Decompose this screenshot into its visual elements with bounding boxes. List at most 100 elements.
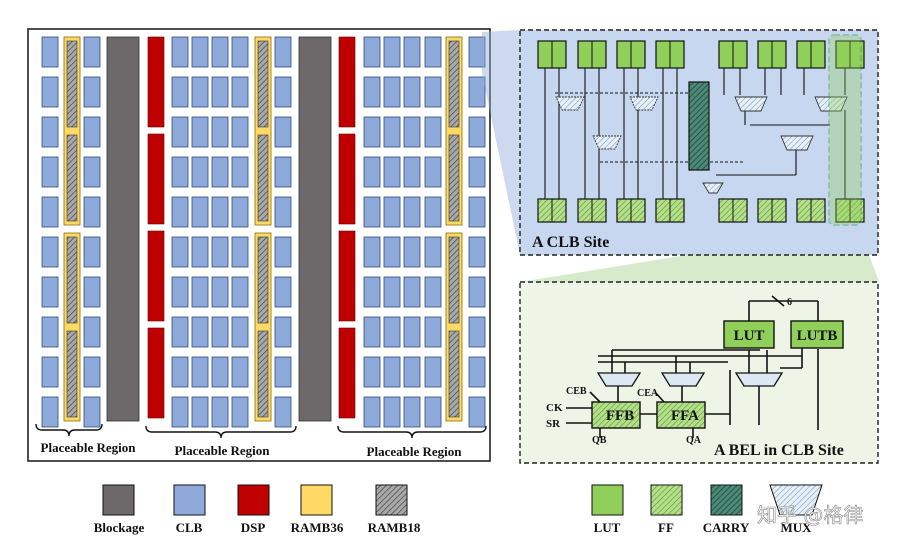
bel-lut bbox=[723, 320, 775, 349]
clb-tile bbox=[231, 76, 249, 108]
clb-tile bbox=[403, 156, 421, 188]
clb-tile bbox=[383, 396, 401, 428]
bel-mux-2 bbox=[660, 372, 706, 387]
clb-tile bbox=[41, 76, 59, 108]
bel-ffb bbox=[591, 401, 641, 429]
clb-tile bbox=[171, 156, 189, 188]
clb-tile bbox=[171, 396, 189, 428]
blockage-column bbox=[106, 36, 140, 422]
bel-mux-1 bbox=[596, 372, 642, 387]
clb-tile bbox=[211, 196, 229, 228]
legend-carry-label: CARRY bbox=[703, 520, 750, 535]
ramb18-block bbox=[66, 236, 78, 324]
clb-tile bbox=[403, 236, 421, 268]
legend-left: Blockage CLB DSP RAMB36 RAMB18 bbox=[94, 484, 421, 535]
ramb18-block bbox=[257, 40, 269, 128]
clb-tile bbox=[231, 36, 249, 68]
clb-tile bbox=[83, 156, 101, 188]
clb-tile bbox=[468, 156, 486, 188]
legend-dsp-swatch bbox=[237, 484, 270, 516]
clb-tile bbox=[211, 156, 229, 188]
bel-ffa-label: FFA bbox=[671, 408, 699, 424]
clb-mux bbox=[702, 182, 724, 194]
placeable-region-label-2: Placeable Region bbox=[175, 443, 271, 458]
clb-tile bbox=[83, 276, 101, 308]
clb-tile bbox=[363, 196, 381, 228]
dsp-block bbox=[338, 36, 356, 128]
clb-tile bbox=[403, 196, 421, 228]
legend-blockage-swatch bbox=[102, 484, 135, 516]
legend-ramb18-label: RAMB18 bbox=[368, 520, 421, 535]
clb-tile bbox=[211, 36, 229, 68]
clb-tile bbox=[274, 116, 292, 148]
clb-tile bbox=[468, 276, 486, 308]
ramb18-block bbox=[66, 134, 78, 222]
ramb18-block bbox=[257, 134, 269, 222]
clb-tile bbox=[468, 36, 486, 68]
clb-tile bbox=[171, 116, 189, 148]
clb-tile bbox=[41, 116, 59, 148]
bel-cea: CEA bbox=[637, 388, 659, 399]
ramb18-block bbox=[448, 134, 460, 222]
clb-tile bbox=[274, 276, 292, 308]
clb-tile bbox=[403, 76, 421, 108]
dsp-block bbox=[147, 133, 165, 225]
clb-tile bbox=[363, 396, 381, 428]
clb-tile bbox=[211, 276, 229, 308]
clb-tile bbox=[424, 396, 442, 428]
clb-mux-faded bbox=[592, 135, 622, 150]
ramb18-block bbox=[448, 40, 460, 128]
clb-tile bbox=[83, 356, 101, 388]
clb-tile bbox=[83, 396, 101, 428]
clb-tile bbox=[403, 356, 421, 388]
legend-mux-label: MUX bbox=[780, 520, 812, 535]
clb-tile bbox=[424, 156, 442, 188]
clb-tile bbox=[211, 116, 229, 148]
clb-tile bbox=[231, 156, 249, 188]
dsp-block bbox=[338, 327, 356, 419]
clb-tile bbox=[191, 276, 209, 308]
legend-clb-swatch bbox=[173, 484, 206, 516]
clb-tile bbox=[424, 316, 442, 348]
clb-tile bbox=[403, 276, 421, 308]
clb-mux bbox=[734, 96, 768, 112]
clb-tile bbox=[424, 36, 442, 68]
clb-tile bbox=[424, 356, 442, 388]
bel-lutb bbox=[790, 320, 844, 349]
legend-mux-swatch bbox=[769, 484, 823, 516]
dsp-block bbox=[147, 36, 165, 128]
ramb18-block bbox=[257, 330, 269, 418]
dsp-block bbox=[147, 230, 165, 322]
clb-tile bbox=[231, 356, 249, 388]
clb-zoom-projection bbox=[482, 30, 520, 255]
clb-tile bbox=[83, 116, 101, 148]
clb-tile bbox=[363, 36, 381, 68]
clb-tile bbox=[41, 356, 59, 388]
bel-ceb: CEB bbox=[566, 386, 587, 397]
clb-tile bbox=[468, 76, 486, 108]
clb-tile bbox=[41, 156, 59, 188]
ramb18-block bbox=[448, 330, 460, 418]
legend-ramb18-swatch bbox=[375, 484, 408, 516]
clb-tile bbox=[41, 196, 59, 228]
legend-right: LUT FF CARRY MUX bbox=[591, 484, 823, 535]
clb-tile bbox=[231, 396, 249, 428]
clb-tile bbox=[383, 76, 401, 108]
bel-qb: QB bbox=[592, 435, 607, 446]
ramb18-block bbox=[257, 236, 269, 324]
clb-tile bbox=[211, 316, 229, 348]
clb-carry-chain bbox=[688, 81, 710, 171]
clb-tile bbox=[191, 156, 209, 188]
clb-tile bbox=[424, 116, 442, 148]
bel-mux-3 bbox=[734, 372, 784, 387]
bel-site-contents bbox=[566, 295, 819, 438]
clb-tile bbox=[171, 316, 189, 348]
clb-tile bbox=[383, 36, 401, 68]
clb-tile bbox=[468, 356, 486, 388]
clb-tile bbox=[383, 316, 401, 348]
clb-tile bbox=[231, 276, 249, 308]
clb-mux bbox=[814, 96, 848, 112]
clb-tile bbox=[41, 236, 59, 268]
blockage-column bbox=[298, 36, 332, 422]
clb-tile bbox=[274, 356, 292, 388]
